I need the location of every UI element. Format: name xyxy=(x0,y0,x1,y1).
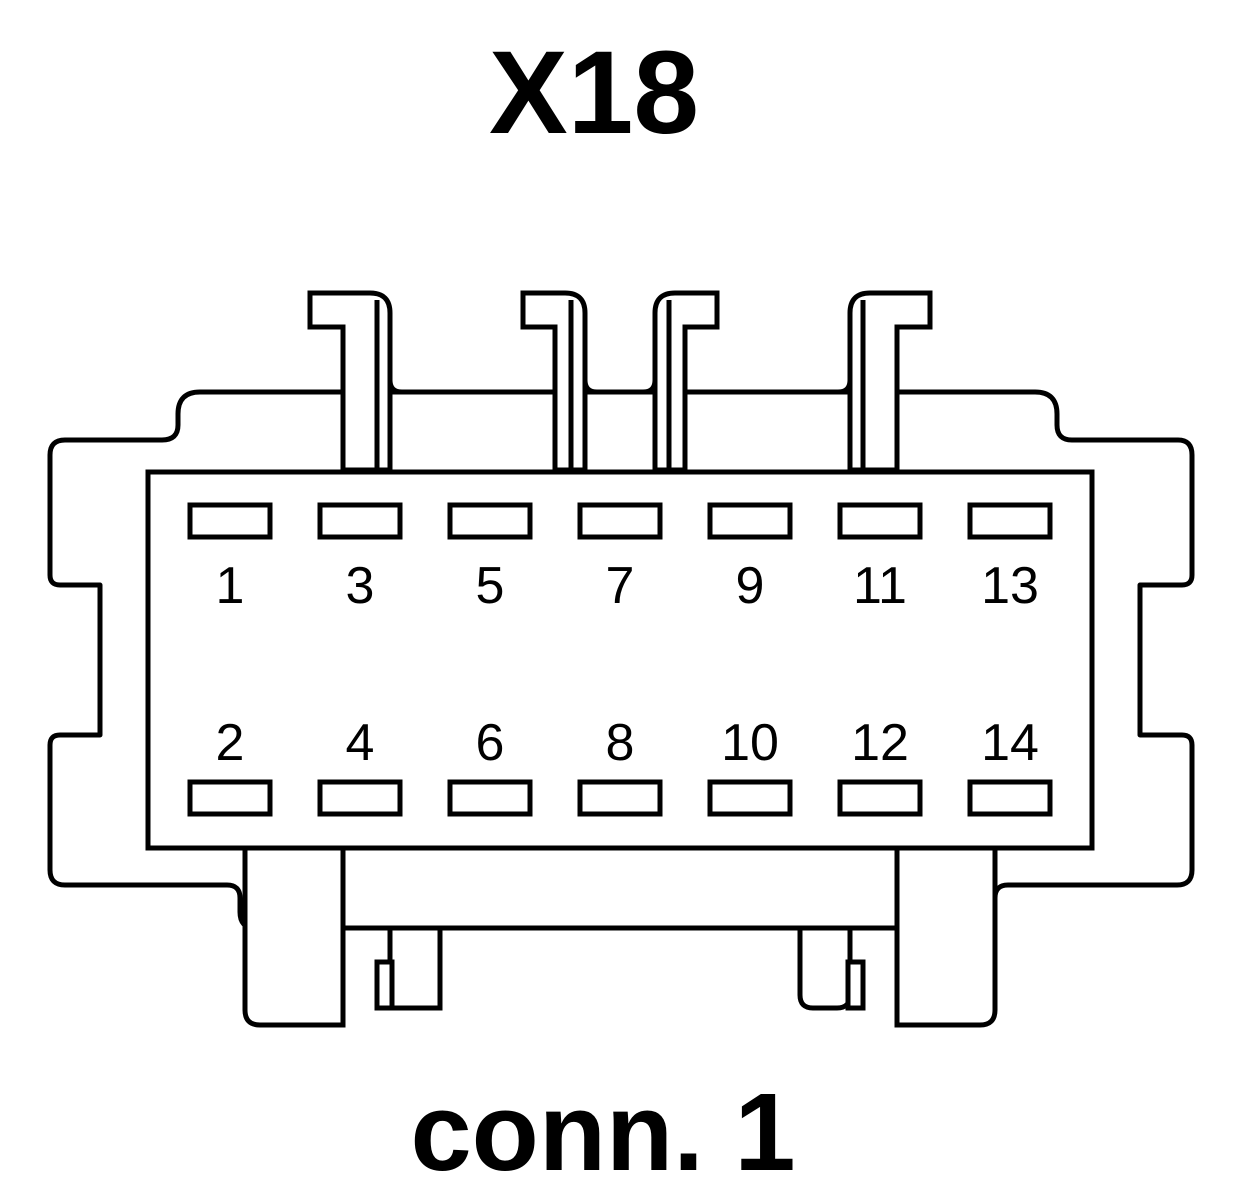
pin-label-2: 2 xyxy=(216,714,245,772)
pin-cavity-7 xyxy=(577,502,663,540)
pin-label-1: 1 xyxy=(216,557,245,615)
pin-label-3: 3 xyxy=(346,557,375,615)
pin-label-10: 10 xyxy=(721,714,779,772)
bottom-post-left xyxy=(242,845,443,1028)
pin-label-4: 4 xyxy=(346,714,375,772)
pin-label-13: 13 xyxy=(981,557,1039,615)
pin-cavity-10 xyxy=(707,779,793,817)
pin-cavity-14 xyxy=(967,779,1053,817)
connector-id-title: X18 xyxy=(489,27,699,159)
pin-label-9: 9 xyxy=(736,557,765,615)
pin-cavity-8 xyxy=(577,779,663,817)
pin-label-5: 5 xyxy=(476,557,505,615)
bottom-post-right xyxy=(797,845,998,1028)
pin-cavity-6 xyxy=(447,779,533,817)
pin-label-14: 14 xyxy=(981,714,1039,772)
pin-cavity-13 xyxy=(967,502,1053,540)
pin-cavity-11 xyxy=(837,502,923,540)
pin-cavity-3 xyxy=(317,502,403,540)
pin-cavity-2 xyxy=(187,779,273,817)
connector-caption: conn. 1 xyxy=(410,1071,795,1194)
top-latch-center-left xyxy=(520,290,598,473)
pin-label-7: 7 xyxy=(606,557,635,615)
pin-label-11: 11 xyxy=(853,557,907,615)
pin-label-12: 12 xyxy=(851,714,909,772)
pin-cavity-4 xyxy=(317,779,403,817)
top-latch-right xyxy=(837,290,933,473)
pin-cavity-1 xyxy=(187,502,273,540)
top-latch-left xyxy=(307,290,403,473)
pin-cavity-5 xyxy=(447,502,533,540)
top-latch-center-right xyxy=(642,290,720,473)
pin-label-6: 6 xyxy=(476,714,505,772)
pin-cavity-12 xyxy=(837,779,923,817)
pin-cavity-9 xyxy=(707,502,793,540)
pin-label-8: 8 xyxy=(606,714,635,772)
